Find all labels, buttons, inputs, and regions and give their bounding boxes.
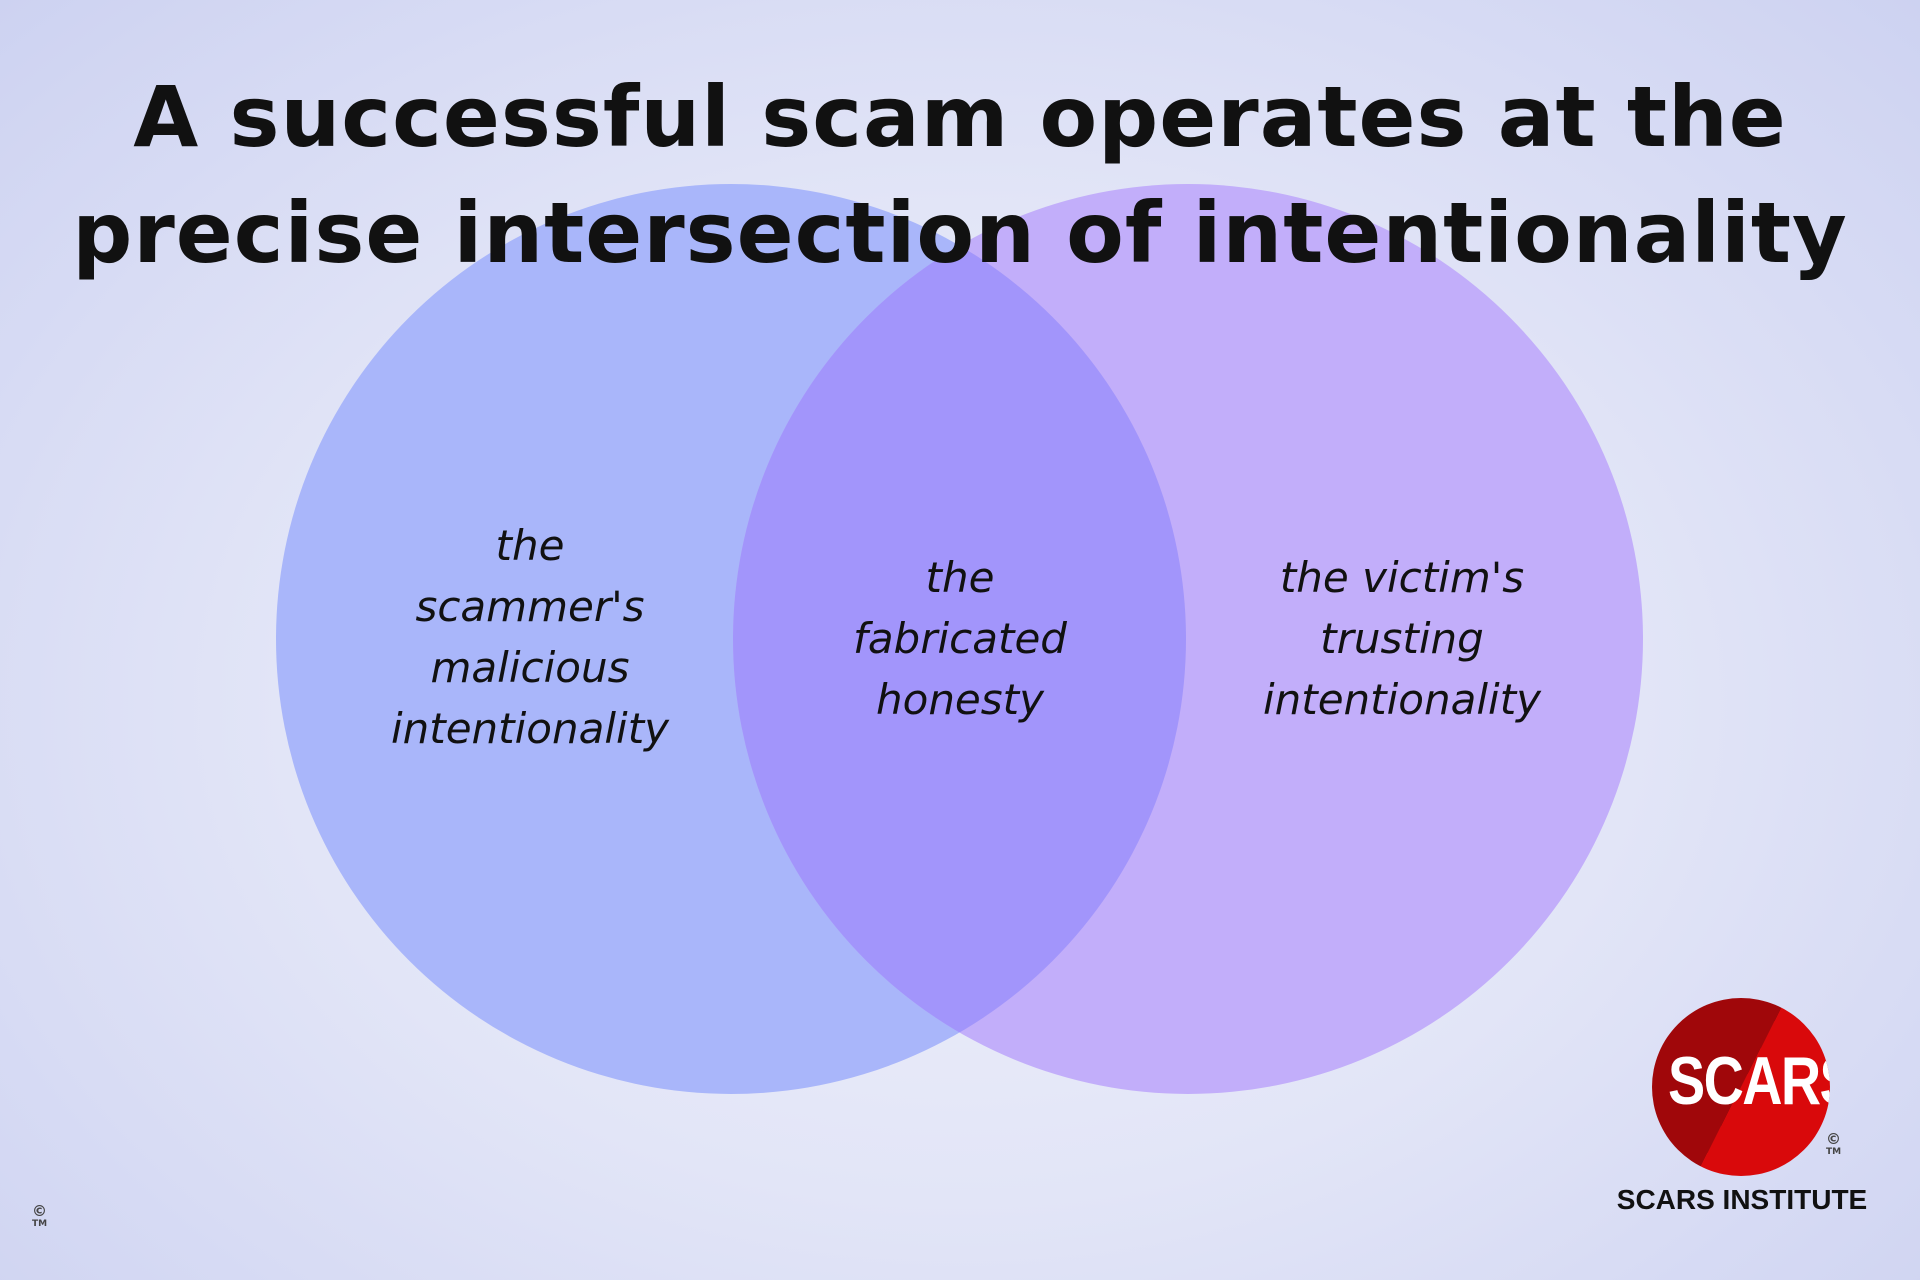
label-line: the victim's: [1279, 553, 1525, 602]
copyright-symbol: ©: [32, 1202, 48, 1220]
logo-trademark: © TM: [1826, 1130, 1842, 1159]
trademark-symbol: TM: [32, 1219, 48, 1229]
label-line: intentionality: [390, 704, 670, 753]
title-line-2: precise intersection of intentionality: [72, 184, 1848, 282]
trademark-symbol: TM: [1826, 1147, 1842, 1157]
left-circle-label: the scammer's malicious intentionality: [330, 515, 730, 759]
label-line: intentionality: [1262, 675, 1542, 724]
right-circle-label: the victim's trusting intentionality: [1202, 547, 1602, 730]
scars-institute-label: SCARS INSTITUTE: [1616, 1184, 1868, 1215]
center-label: the fabricated honesty: [760, 547, 1160, 730]
overlap-region: [733, 184, 1186, 1094]
scars-logo: SCARS: [1652, 998, 1830, 1176]
label-line: the: [495, 521, 565, 570]
corner-trademark: © TM: [32, 1202, 48, 1231]
label-line: trusting: [1320, 614, 1484, 663]
label-line: the: [925, 553, 995, 602]
logo-text: SCARS: [1668, 1043, 1830, 1119]
copyright-symbol: ©: [1826, 1130, 1842, 1148]
label-line: honesty: [876, 675, 1044, 724]
label-line: fabricated: [853, 614, 1067, 663]
label-line: scammer's: [415, 582, 645, 631]
label-line: malicious: [430, 643, 630, 692]
title-line-1: A successful scam operates at the: [133, 68, 1787, 166]
